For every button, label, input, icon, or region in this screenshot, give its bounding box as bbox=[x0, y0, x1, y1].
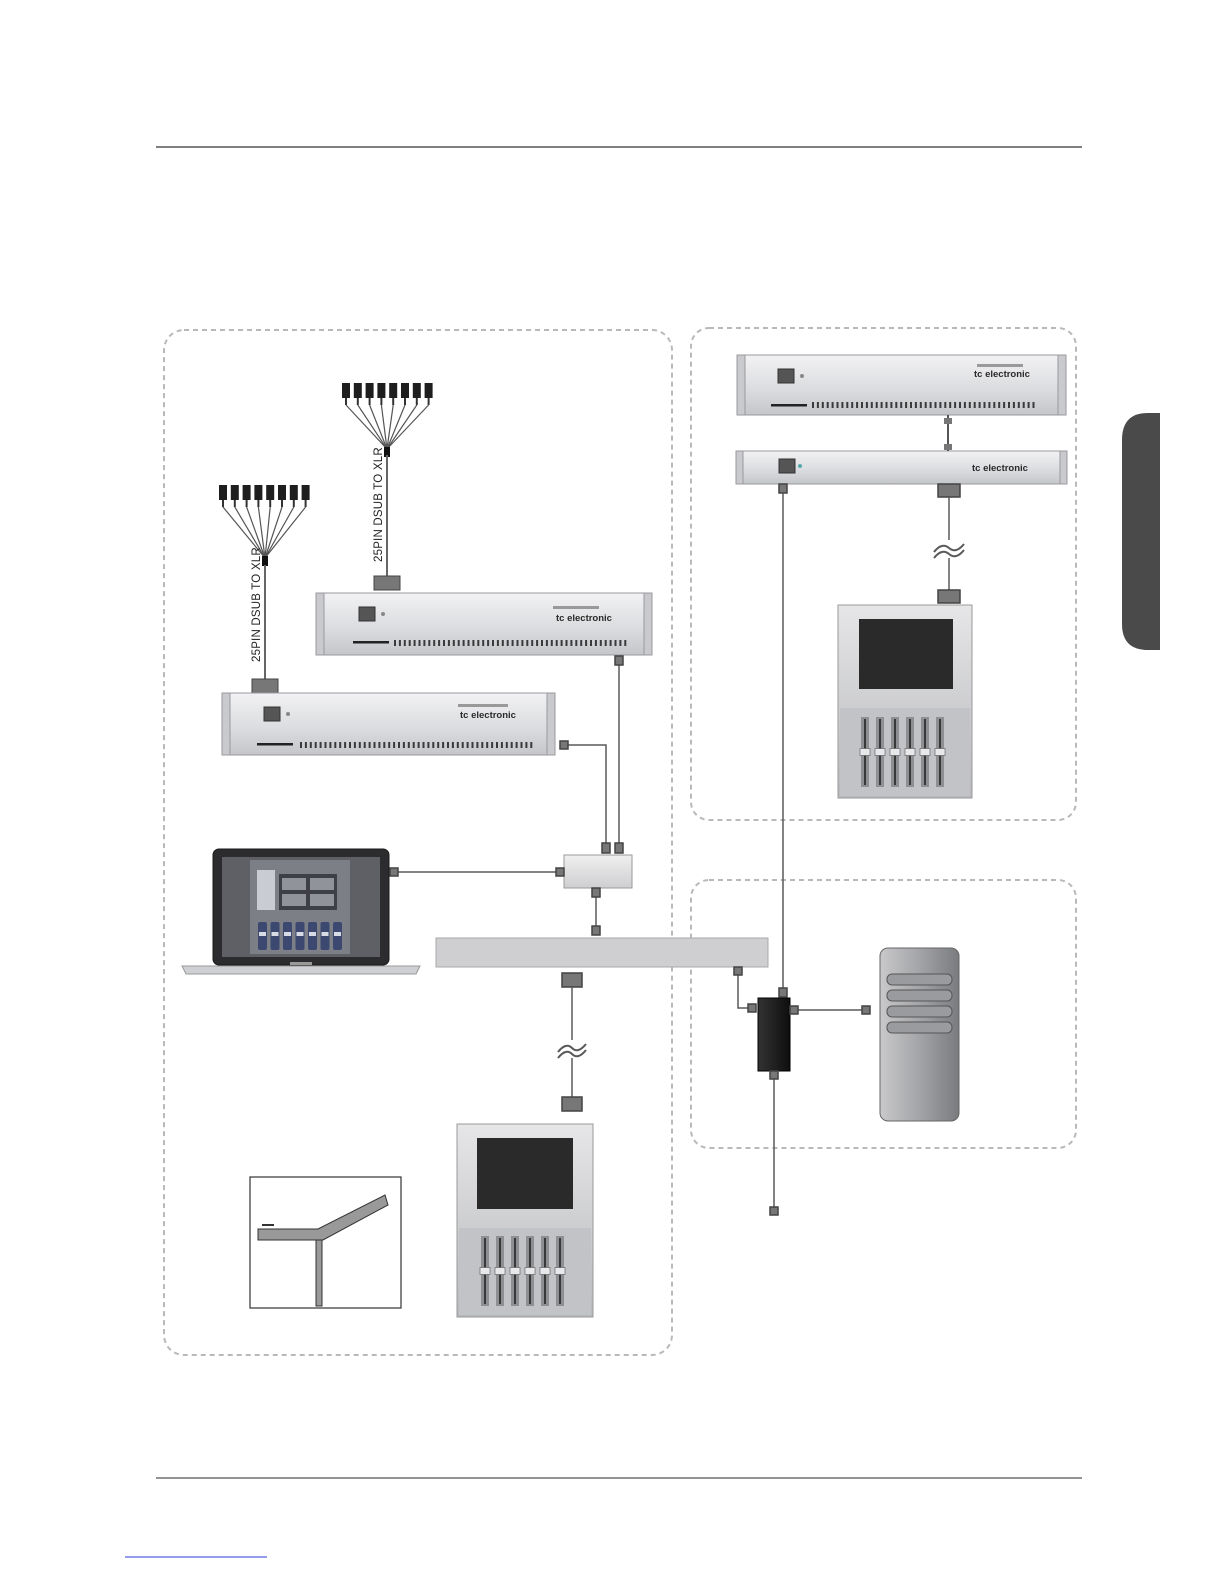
brand-logo: tc electronic bbox=[972, 463, 1028, 474]
cable-label-lower: 25PIN DSUB TO XLR bbox=[251, 547, 263, 662]
xlr-plug bbox=[254, 485, 262, 500]
xlr-plug bbox=[389, 383, 397, 398]
xlr-plug bbox=[425, 383, 433, 398]
brand-logo: tc electronic bbox=[974, 369, 1030, 380]
power-switch bbox=[779, 459, 795, 473]
xlr-breakout-lower bbox=[219, 485, 310, 693]
xlr-plug bbox=[278, 485, 286, 500]
xlr-plug bbox=[366, 383, 374, 398]
power-switch bbox=[778, 369, 794, 383]
rack-unit-1u-right: tc electronic bbox=[736, 451, 1067, 484]
xlr-plug bbox=[290, 485, 298, 500]
xlr-plug bbox=[302, 485, 310, 500]
rack-unit-top-right: tc electronic bbox=[737, 355, 1066, 415]
control-surface-left bbox=[457, 1124, 593, 1317]
control-surface-right bbox=[838, 605, 972, 798]
power-switch bbox=[264, 707, 280, 721]
frame-left bbox=[164, 330, 672, 1355]
rack-unit-lower: tc electronic bbox=[222, 693, 555, 755]
xlr-plug bbox=[377, 383, 385, 398]
xlr-plug bbox=[243, 485, 251, 500]
side-tab bbox=[1122, 413, 1160, 650]
stand-illustration bbox=[250, 1177, 401, 1308]
cable-label-upper: 25PIN DSUB TO XLR bbox=[373, 447, 385, 562]
xlr-plug bbox=[266, 485, 274, 500]
network-switch-black bbox=[758, 998, 790, 1071]
xlr-plug bbox=[413, 383, 421, 398]
xlr-plug bbox=[354, 383, 362, 398]
rack-unit-upper: tc electronic bbox=[316, 593, 652, 655]
xlr-plug bbox=[342, 383, 350, 398]
power-switch bbox=[359, 607, 375, 621]
network-bar bbox=[436, 938, 768, 967]
laptop bbox=[182, 849, 420, 974]
xlr-plug bbox=[219, 485, 227, 500]
xlr-plug bbox=[231, 485, 239, 500]
brand-logo: tc electronic bbox=[460, 710, 516, 721]
tower-computer bbox=[880, 948, 959, 1121]
brand-logo: tc electronic bbox=[556, 613, 612, 624]
xlr-breakout-upper bbox=[342, 383, 433, 590]
network-switch-small bbox=[564, 855, 632, 888]
xlr-plug bbox=[401, 383, 409, 398]
